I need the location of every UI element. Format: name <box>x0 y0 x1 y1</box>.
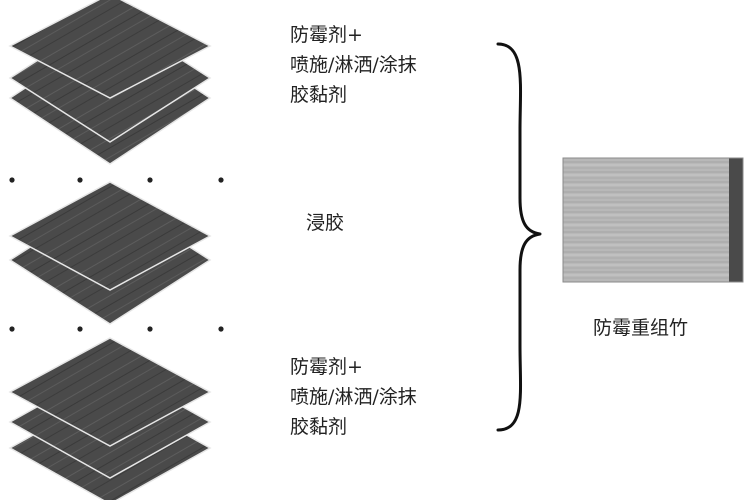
veneer-sheet <box>8 337 212 447</box>
veneer-sheet <box>8 181 212 291</box>
process-label-line: 胶黏剂 <box>290 84 348 106</box>
process-label-middle: 浸胶 <box>306 212 345 234</box>
veneer-sheet <box>8 0 212 99</box>
veneer-stack-bottom <box>8 337 212 500</box>
curly-brace <box>496 42 542 432</box>
dot-separator-lower <box>9 326 224 332</box>
veneer-stack-top <box>8 0 212 165</box>
product-board <box>562 157 744 283</box>
process-label-line: 喷施/淋洒/涂抹 <box>290 386 417 408</box>
process-label-bottom: 防霉剂+ 喷施/淋洒/涂抹 胶黏剂 <box>290 352 417 442</box>
process-label-line: 胶黏剂 <box>290 416 348 438</box>
process-label-line: 防霉剂+ <box>290 356 363 378</box>
process-label-line: 喷施/淋洒/涂抹 <box>290 54 417 76</box>
product-label: 防霉重组竹 <box>593 317 689 339</box>
dot-separator-upper <box>9 177 224 183</box>
veneer-stack-middle <box>8 181 212 325</box>
process-label-top: 防霉剂+ 喷施/淋洒/涂抹 胶黏剂 <box>290 20 417 110</box>
process-label-line: 防霉剂+ <box>290 24 363 46</box>
